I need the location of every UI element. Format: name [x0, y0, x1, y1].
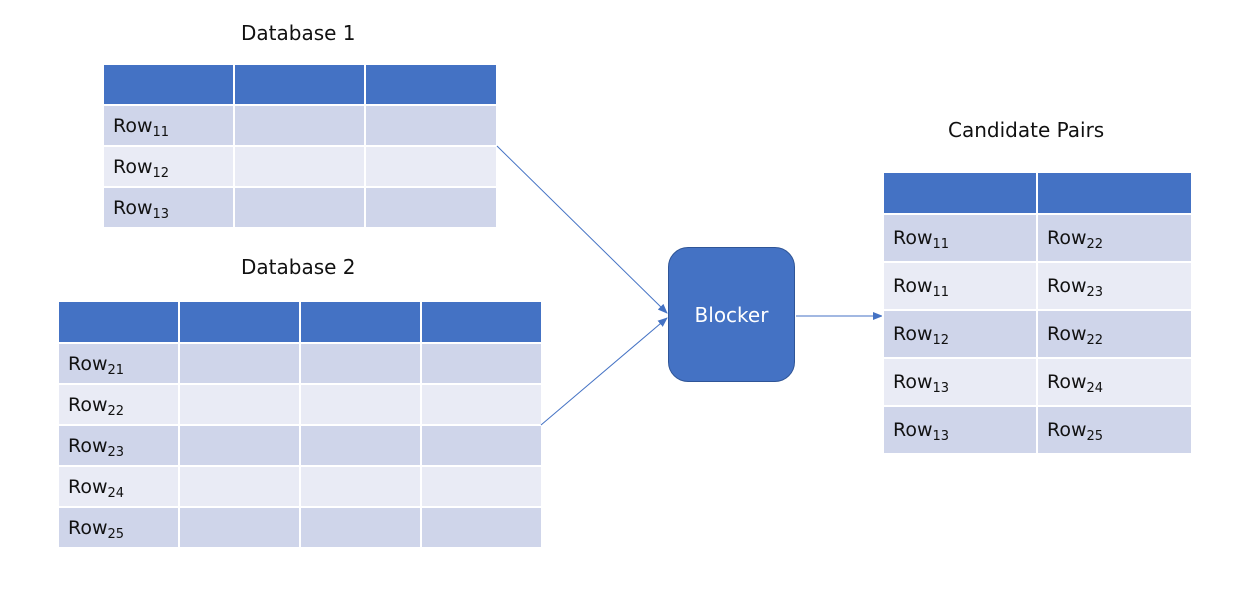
row-label: Row24	[57, 465, 180, 508]
row-label: Row12	[102, 145, 235, 188]
blocker-box: Blocker	[668, 247, 795, 382]
table-row: Row11 Row23	[882, 261, 1193, 311]
header-cell	[102, 63, 235, 106]
header-cell	[1036, 171, 1193, 215]
pair-right: Row22	[1036, 309, 1193, 359]
header-cell	[364, 63, 498, 106]
database-1-table: Row11 Row12 Row13	[102, 63, 498, 229]
table-row: Row23	[57, 424, 543, 467]
table-row: Row21	[57, 342, 543, 385]
pair-left: Row13	[882, 357, 1038, 407]
header-cell	[299, 300, 422, 344]
row-label: Row23	[57, 424, 180, 467]
header-cell	[57, 300, 180, 344]
row-label: Row25	[57, 506, 180, 549]
row-label: Row22	[57, 383, 180, 426]
pair-right: Row22	[1036, 213, 1193, 263]
pair-left: Row11	[882, 261, 1038, 311]
table-row: Row13	[102, 186, 498, 229]
pair-left: Row12	[882, 309, 1038, 359]
table-row: Row11 Row22	[882, 213, 1193, 263]
table-header-row	[102, 63, 498, 106]
header-cell	[420, 300, 543, 344]
row-label: Row21	[57, 342, 180, 385]
table-row: Row24	[57, 465, 543, 508]
pair-right: Row23	[1036, 261, 1193, 311]
table-row: Row25	[57, 506, 543, 549]
table-header-row	[57, 300, 543, 344]
header-cell	[178, 300, 301, 344]
blocker-label: Blocker	[694, 302, 769, 327]
pair-left: Row11	[882, 213, 1038, 263]
table-row: Row13 Row25	[882, 405, 1193, 455]
pair-right: Row25	[1036, 405, 1193, 455]
database-1-title: Database 1	[241, 21, 356, 45]
table-header-row	[882, 171, 1193, 215]
table-row: Row13 Row24	[882, 357, 1193, 407]
header-cell	[882, 171, 1038, 215]
header-cell	[233, 63, 366, 106]
candidate-pairs-title: Candidate Pairs	[948, 118, 1105, 142]
pair-left: Row13	[882, 405, 1038, 455]
arrow-db1-to-blocker	[496, 145, 668, 314]
row-label: Row11	[102, 104, 235, 147]
table-row: Row11	[102, 104, 498, 147]
pair-right: Row24	[1036, 357, 1193, 407]
candidate-pairs-table: Row11 Row22 Row11 Row23 Row12 Row22 Row1…	[882, 171, 1193, 455]
arrow-db2-to-blocker	[540, 317, 668, 426]
table-row: Row12 Row22	[882, 309, 1193, 359]
row-label: Row13	[102, 186, 235, 229]
database-2-title: Database 2	[241, 255, 356, 279]
database-2-table: Row21 Row22 Row23 Row24 Row25	[57, 300, 543, 549]
table-row: Row22	[57, 383, 543, 426]
table-row: Row12	[102, 145, 498, 188]
